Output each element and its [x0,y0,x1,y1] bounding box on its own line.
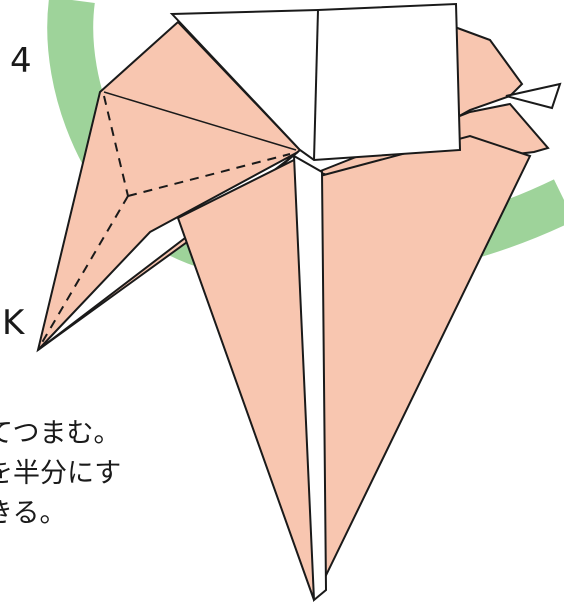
top-flap-crease [313,9,319,161]
instruction-line: きる。 [0,498,67,529]
instruction-text: てつまむ。 を半分にす きる。 [0,414,236,534]
central-body-right [313,134,532,601]
crease-line [103,91,297,151]
central-body-left [176,159,315,601]
point-label-k: K [2,303,25,343]
instruction-line: を半分にす [0,458,122,489]
central-body-white-strip [292,154,328,603]
dashed-fold-lines [39,95,291,347]
right-wing-tip-white [505,82,562,110]
instruction-line: てつまむ。 [0,418,121,449]
step-number: 4 [10,41,32,81]
